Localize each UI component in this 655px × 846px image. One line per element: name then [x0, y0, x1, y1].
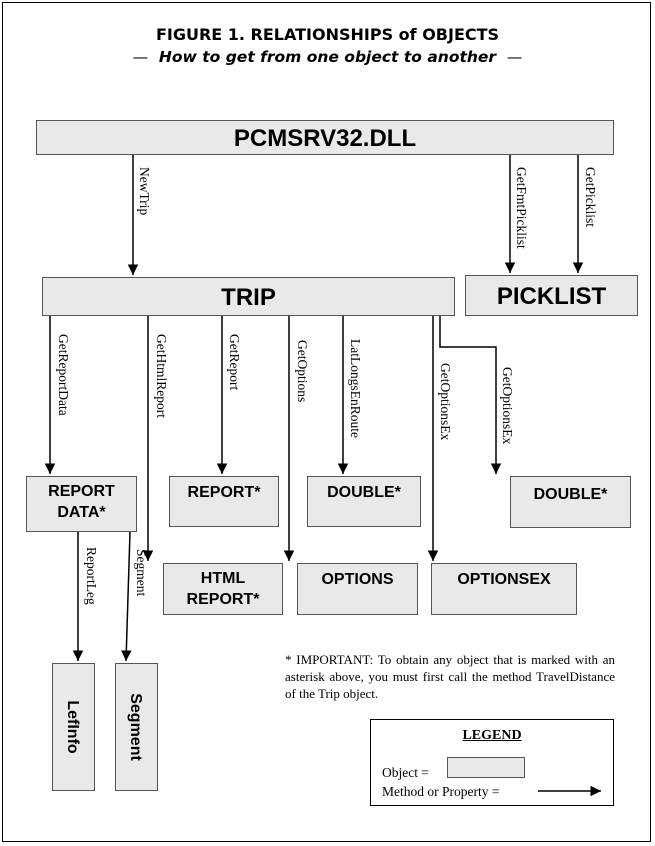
method-getreportdata: GetReportData	[56, 334, 71, 416]
options-box: OPTIONS	[297, 563, 418, 615]
html-report-label-1: HTML	[200, 570, 246, 587]
report-box: REPORT*	[169, 476, 279, 527]
report-data-box: REPORT DATA*	[26, 476, 137, 532]
trip-label: TRIP	[221, 284, 276, 311]
important-note: * IMPORTANT: To obtain any object that i…	[285, 652, 615, 701]
legend-box: LEGEND Object = Method or Property =	[370, 719, 614, 806]
method-getpicklist: GetPicklist	[583, 167, 598, 227]
options-label: OPTIONS	[321, 571, 394, 588]
pcmsrv-label: PCMSRV32.DLL	[233, 125, 417, 152]
method-reportleg: ReportLeg	[84, 547, 99, 605]
double-label-1: DOUBLE*	[327, 484, 401, 501]
double-box-2: DOUBLE*	[510, 476, 631, 528]
segment-label: Segment	[127, 693, 144, 761]
method-segment: Segment	[134, 549, 149, 596]
legend-object-swatch	[447, 757, 525, 778]
legend-arrow-layer	[538, 785, 601, 797]
subtitle-text: How to get from one object to another	[158, 48, 497, 66]
subtitle-dash-left: —	[132, 48, 149, 66]
report-label: REPORT*	[187, 484, 261, 501]
method-getfmtpicklist: GetFmtPicklist	[514, 167, 529, 249]
method-getreport: GetReport	[227, 334, 242, 390]
arrow-segment	[121, 531, 132, 662]
method-newtrip: NewTrip	[137, 167, 152, 216]
trip-box: TRIP	[42, 277, 455, 316]
double-label-2: DOUBLE*	[533, 486, 608, 503]
method-latlongsenroute: LatLongsEnRoute	[348, 339, 363, 438]
method-getoptions: GetOptions	[295, 340, 310, 402]
optionsex-label: OPTIONSEX	[457, 571, 551, 588]
report-data-label-2: DATA*	[57, 504, 106, 521]
lefinfo-label: LefInfo	[64, 700, 81, 754]
subtitle-dash-right: —	[506, 48, 523, 66]
legend-object-label: Object =	[382, 765, 429, 780]
html-report-box: HTML REPORT*	[163, 563, 283, 615]
method-getoptionsex-1: GetOptionsEx	[438, 363, 453, 440]
legend-title: LEGEND	[462, 728, 522, 743]
optionsex-box: OPTIONSEX	[431, 563, 577, 615]
lefinfo-box	[52, 663, 95, 791]
arrow-getoptionsex-2	[439, 316, 502, 474]
legend-method-label: Method or Property =	[382, 784, 500, 799]
picklist-label: PICKLIST	[496, 283, 607, 310]
method-getoptionsex-2: GetOptionsEx	[500, 367, 515, 444]
html-report-label-2: REPORT*	[186, 591, 260, 608]
picklist-box: PICKLIST	[465, 275, 638, 316]
segment-box	[115, 663, 158, 791]
double-box-1: DOUBLE*	[307, 476, 421, 527]
pcmsrv-box: PCMSRV32.DLL	[36, 120, 614, 155]
figure-subtitle: — How to get from one object to another …	[0, 48, 655, 66]
figure-title: FIGURE 1. RELATIONSHIPS of OBJECTS	[155, 25, 500, 44]
method-gethtmlreport: GetHtmlReport	[154, 334, 169, 418]
report-data-label-1: REPORT	[48, 483, 115, 500]
